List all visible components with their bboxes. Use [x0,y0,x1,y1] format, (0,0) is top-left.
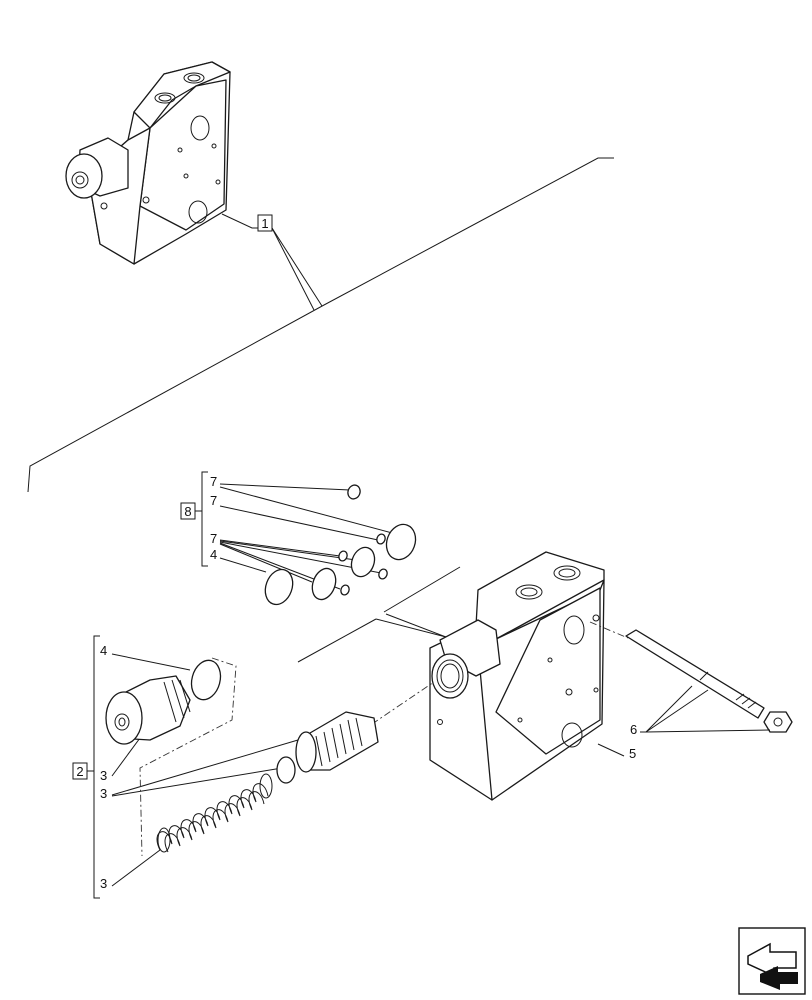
break-line [27,157,614,493]
spring [156,773,273,853]
callout-7b-label: 7 [210,493,217,508]
relief-valve-cap [105,675,191,745]
valve-block-main [429,551,605,801]
callout-3c-label: 3 [100,876,107,891]
callout-1-label: 1 [261,216,268,231]
nut [763,711,793,733]
section-lines [297,566,461,663]
bolt [589,621,765,719]
callout-1: 1 [221,213,323,311]
pressure-cap-top [65,137,129,199]
callout-bracket-2: 2 [72,635,100,899]
callout-5-label: 5 [629,746,636,761]
callout-bracket-8: 8 [180,471,208,567]
callout-3a-label: 3 [100,768,107,783]
callout-8-label: 8 [184,504,191,519]
callout-6-label: 6 [630,722,637,737]
callout-4b-label: 4 [100,643,107,658]
callout-4a-label: 4 [210,547,217,562]
assembly-guides [139,657,435,857]
piston-washer [276,756,296,784]
next-page-arrow-icon[interactable] [738,927,806,995]
callout-3b-label: 3 [100,786,107,801]
piston [295,711,379,773]
leaders-kit-8 [219,483,397,590]
o-rings [264,484,417,606]
cap-o-ring [190,659,222,701]
callout-7c-label: 7 [210,531,217,546]
callout-7a-label: 7 [210,474,217,489]
valve-assembly-top [65,61,231,265]
callout-2-label: 2 [76,764,83,779]
